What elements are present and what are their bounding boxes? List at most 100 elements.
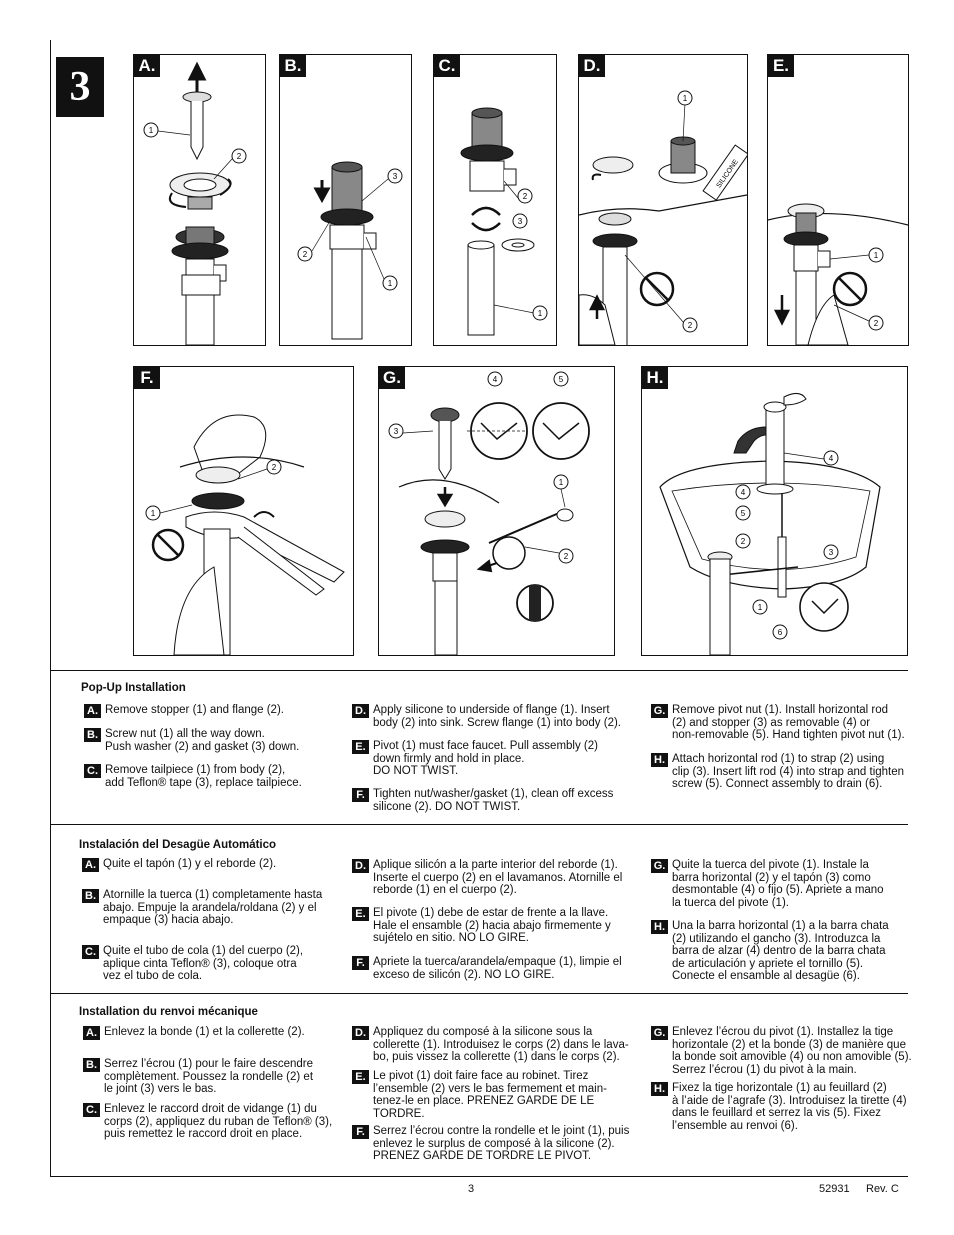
callout-2: 2 [741, 537, 746, 546]
step-badge: F. [352, 1125, 369, 1139]
panel-label: A. [134, 55, 160, 77]
callout-2: 2 [564, 552, 569, 561]
callout-1: 1 [151, 509, 156, 518]
panel-g-illustration: 4 5 3 1 2 [388, 371, 590, 655]
panel-f: F. 2 1 [133, 366, 354, 656]
callout-3: 3 [518, 217, 523, 226]
callout-1: 1 [758, 603, 763, 612]
panel-a-illustration: 1 2 [143, 61, 247, 345]
panel-h: H. 4 4 5 2 3 1 6 [641, 366, 908, 656]
french-column-2: D.Appliquez du composé à la silicone sou… [352, 1026, 642, 1166]
instruction-text: Attach horizontal rod (1) to strap (2) u… [672, 753, 905, 790]
instruction-text: Quite el tapón (1) y el reborde (2). [103, 858, 277, 870]
section-title-spanish: Instalación del Desagüe Automático [79, 839, 277, 851]
panel-label: C. [434, 55, 460, 77]
instruction-text: Pivot (1) must face faucet. Pull assembl… [373, 740, 598, 777]
instruction-text: Serrez l’écrou contre la rondelle et le … [373, 1125, 630, 1162]
callout-2: 2 [688, 321, 693, 330]
panel-d: D. SILICONE 1 2 [578, 54, 748, 346]
section-divider [50, 1176, 908, 1177]
instruction-text: Screw nut (1) all the way down. Push was… [105, 728, 300, 753]
panel-e-illustration: 1 2 [768, 203, 908, 345]
page-number: 3 [468, 1183, 475, 1195]
instruction-text: Serrez l’écrou (1) pour le faire descend… [104, 1058, 314, 1095]
panel-c-illustration: 2 3 1 [460, 107, 548, 336]
callout-1: 1 [559, 478, 564, 487]
panel-d-illustration: SILICONE 1 2 [579, 90, 747, 345]
section-divider [50, 824, 908, 825]
panel-label: H. [642, 367, 668, 389]
instruction-text: Le pivot (1) doit faire face au robinet.… [373, 1070, 607, 1120]
step-badge: D. [352, 704, 369, 718]
instruction-text: Enlevez l’écrou du pivot (1). Installez … [672, 1026, 912, 1076]
instruction-text: Apply silicone to underside of flange (1… [373, 704, 622, 729]
panel-f-illustration: 2 1 [145, 414, 345, 655]
instruction-text: Aplique silicón a la parte interior del … [373, 859, 623, 896]
step-badge: D. [352, 1026, 369, 1040]
french-column-1: A. Enlevez la bonde (1) et la collerette … [83, 1026, 345, 1146]
panel-label: D. [579, 55, 605, 77]
callout-5: 5 [741, 509, 746, 518]
english-column-3: G.Remove pivot nut (1). Install horizont… [651, 704, 917, 804]
panel-c: C. 2 3 1 [433, 54, 557, 346]
callout-5: 5 [559, 375, 564, 384]
step-badge: B. [82, 889, 99, 903]
step-badge: A. [82, 858, 99, 872]
instruction-text: Apriete la tuerca/arandela/empaque (1), … [373, 956, 622, 981]
spanish-column-3: G. Quite la tuerca del pivote (1). Instal… [651, 859, 917, 989]
step-badge: H. [651, 753, 668, 767]
callout-1: 1 [683, 94, 688, 103]
callout-4: 4 [829, 454, 834, 463]
instruction-text: Atornille la tuerca (1) completamente ha… [103, 889, 323, 926]
step-badge: D. [352, 859, 369, 873]
panel-a: A. 1 2 [133, 54, 266, 346]
instruction-text: El pivote (1) debe de estar de frente a … [373, 907, 611, 944]
callout-2: 2 [874, 319, 879, 328]
step-badge: A. [83, 1026, 100, 1040]
callout-2: 2 [272, 463, 277, 472]
callout-3: 3 [393, 172, 398, 181]
section-title-english: Pop-Up Installation [81, 682, 186, 694]
page-frame-left-rule [50, 40, 51, 1177]
callout-3: 3 [394, 427, 399, 436]
panel-g: G. 4 5 3 1 2 [378, 366, 615, 656]
step-badge: A. [84, 704, 101, 718]
panel-label: F. [134, 367, 160, 389]
step-badge: C. [83, 1103, 100, 1117]
step-badge: F. [352, 956, 369, 970]
instruction-text: Tighten nut/washer/gasket (1), clean off… [373, 788, 614, 813]
callout-3: 3 [829, 548, 834, 557]
step-badge: E. [352, 907, 369, 921]
step-badge: B. [84, 728, 101, 742]
instruction-text: Remove stopper (1) and flange (2). [105, 704, 284, 716]
instruction-text: Quite la tuerca del pivote (1). Instale … [672, 859, 884, 909]
french-column-3: G.Enlevez l’écrou du pivot (1). Installe… [651, 1026, 921, 1136]
section-divider [50, 670, 908, 671]
callout-2: 2 [237, 152, 242, 161]
callout-1: 1 [874, 251, 879, 260]
panel-b-illustration: 3 2 1 [297, 161, 403, 340]
section-title-french: Installation du renvoi mécanique [79, 1006, 258, 1018]
instruction-text: Fixez la tige horizontale (1) au feuilla… [672, 1082, 907, 1132]
panel-label: B. [280, 55, 306, 77]
step-badge: G. [651, 859, 668, 873]
step-number-box: 3 [56, 57, 104, 117]
instruction-text: Remove tailpiece (1) from body (2), add … [105, 764, 302, 789]
spanish-column-1: A. Quite el tapón (1) y el reborde (2). B… [82, 858, 344, 988]
revision: Rev. C [866, 1183, 899, 1195]
callout-2: 2 [523, 192, 528, 201]
panel-label: E. [768, 55, 794, 77]
step-badge: C. [82, 945, 99, 959]
panel-e: E. 1 2 [767, 54, 909, 346]
callout-4: 4 [741, 488, 746, 497]
step-badge: H. [651, 1082, 668, 1096]
callout-1: 1 [538, 309, 543, 318]
panel-label: G. [379, 367, 405, 389]
callout-1: 1 [388, 279, 393, 288]
instruction-text: Quite el tubo de cola (1) del cuerpo (2)… [103, 945, 304, 982]
step-badge: H. [651, 920, 668, 934]
instruction-text: Enlevez la bonde (1) et la collerette (2… [104, 1026, 305, 1038]
step-badge: E. [352, 740, 369, 754]
instruction-text: Una la barra horizontal (1) a la barra c… [672, 920, 889, 982]
panel-h-illustration: 4 4 5 2 3 1 6 [659, 393, 881, 655]
